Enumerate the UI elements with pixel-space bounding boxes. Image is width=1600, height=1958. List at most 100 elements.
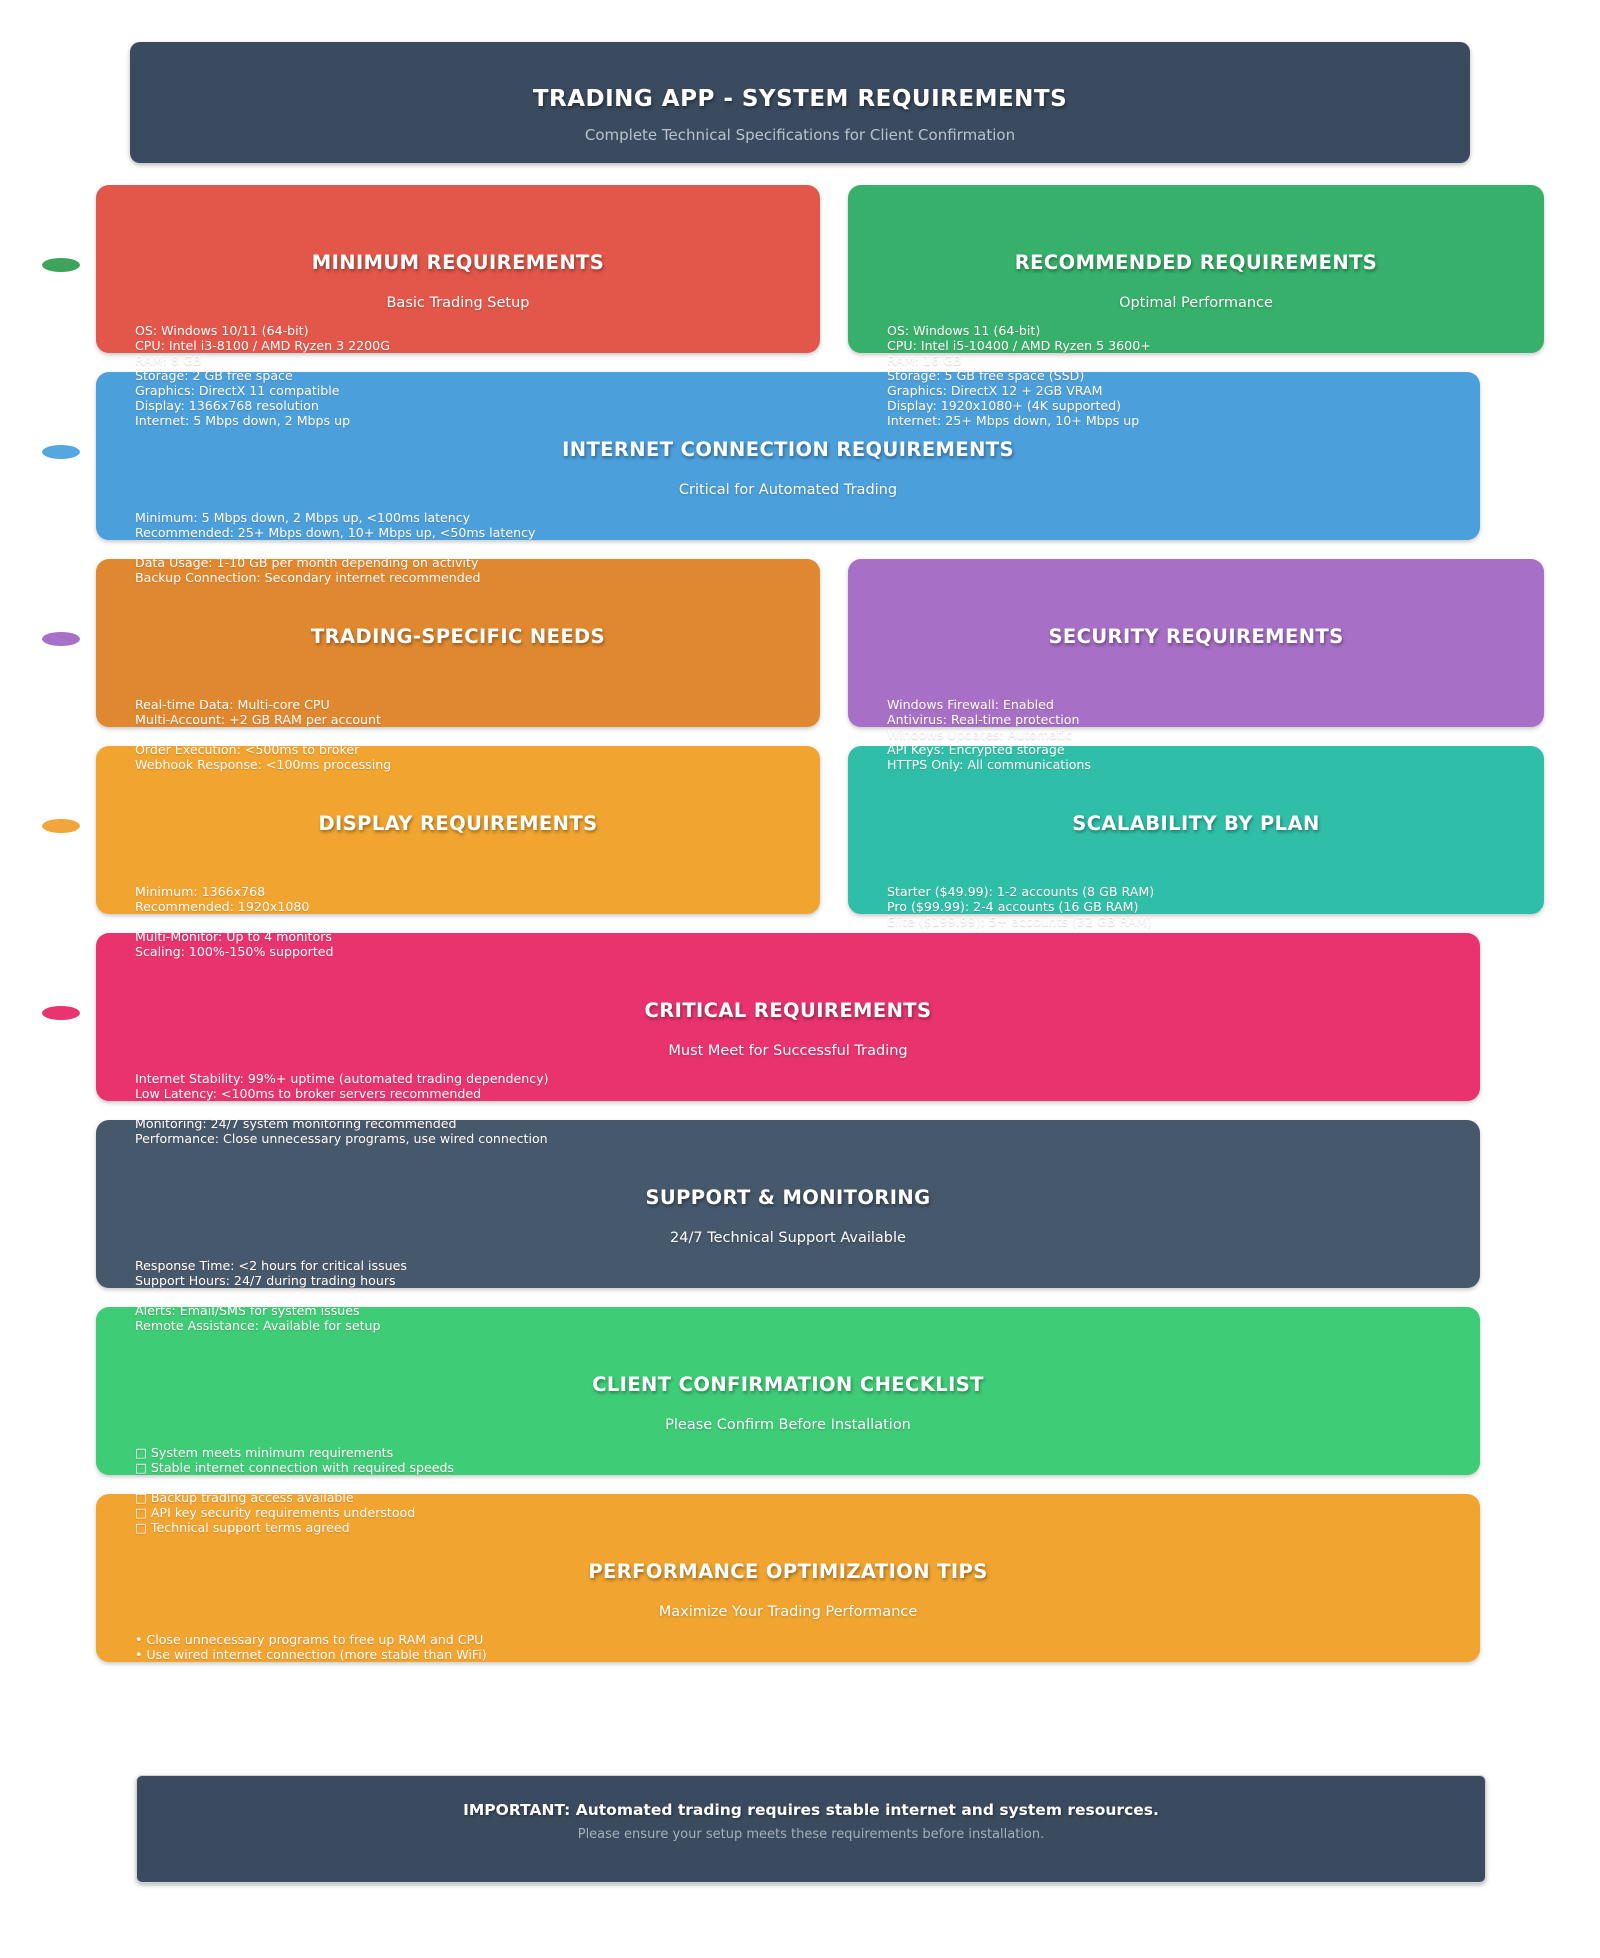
body-line: OS: Windows 11 (64-bit) [887,323,1041,338]
card-title: CLIENT CONFIRMATION CHECKLIST [592,1373,984,1396]
body-line: □ Backup trading access available [135,1490,354,1505]
body-line: • Use wired internet connection (more st… [135,1647,487,1662]
card-body: Internet Stability: 99%+ uptime (automat… [135,1071,549,1146]
body-line: Starter ($49.99): 1-2 accounts (8 GB RAM… [887,884,1155,899]
card-title: MINIMUM REQUIREMENTS [311,251,605,274]
card-subtitle: Please Confirm Before Installation [665,1417,911,1433]
body-line: Remote Assistance: Available for setup [135,1318,381,1333]
card-subtitle: Optimal Performance [1119,295,1273,311]
body-line: Pro ($99.99): 2-4 accounts (16 GB RAM) [887,899,1139,914]
body-line: Low Latency: <100ms to broker servers re… [135,1086,482,1101]
row-marker-dot-orange [42,819,80,833]
body-line [135,1101,549,1116]
card-subtitle: Must Meet for Successful Trading [668,1043,908,1059]
body-line: Real-time Data: Multi-core CPU [135,697,330,712]
card-security-requirements: SECURITY REQUIREMENTS Windows Firewall: … [848,559,1544,772]
row-marker-dot-pink [42,1006,80,1020]
card-body: • Close unnecessary programs to free up … [135,1632,487,1662]
card-body: Minimum: 5 Mbps down, 2 Mbps up, <100ms … [135,510,535,585]
footer-important-note: IMPORTANT: Automated trading requires st… [463,1801,1159,1819]
body-line: Windows Updates: Automatic [887,727,1073,742]
body-line: • Close unnecessary programs to free up … [135,1632,484,1647]
body-line: Recommended: 25+ Mbps down, 10+ Mbps up,… [135,525,536,540]
body-line: Display: 1920x1080+ (4K supported) [887,398,1122,413]
body-line [135,1475,454,1490]
body-line: RAM: 16 GB [887,353,962,368]
card-title: DISPLAY REQUIREMENTS [318,812,598,835]
card-title: CRITICAL REQUIREMENTS [644,999,932,1022]
body-line: Data Usage: 1-10 GB per month depending … [135,555,479,570]
footer-banner: IMPORTANT: Automated trading requires st… [136,1775,1486,1883]
body-line: Monitoring: 24/7 system monitoring recom… [135,1116,457,1131]
body-line: Storage: 2 GB free space [135,368,293,383]
row-marker-dot-green [42,258,80,272]
card-performance-optimization-tips: PERFORMANCE OPTIMIZATION TIPS Maximize Y… [96,1494,1480,1662]
card-title: RECOMMENDED REQUIREMENTS [1014,251,1378,274]
body-line: Windows Firewall: Enabled [887,697,1054,712]
body-line: Elite ($199.99): 5+ accounts (32 GB RAM) [887,914,1153,929]
body-line: Antivirus: Real-time protection [887,712,1080,727]
body-line: Multi-Monitor: Up to 4 monitors [135,929,332,944]
body-line: Internet: 25+ Mbps down, 10+ Mbps up [887,413,1140,428]
card-body: Response Time: <2 hours for critical iss… [135,1258,407,1333]
body-line: Support Hours: 24/7 during trading hours [135,1273,396,1288]
body-line [135,914,334,929]
body-line: Webhook Response: <100ms processing [135,757,392,772]
card-title: SUPPORT & MONITORING [645,1186,931,1209]
card-client-confirmation-checklist: CLIENT CONFIRMATION CHECKLIST Please Con… [96,1307,1480,1535]
body-line: Graphics: DirectX 11 compatible [135,383,340,398]
page-subtitle: Complete Technical Specifications for Cl… [584,126,1016,144]
body-line: CPU: Intel i3-8100 / AMD Ryzen 3 2200G [135,338,390,353]
row-marker-dot-purple [42,632,80,646]
body-line [135,1288,407,1303]
body-line: Display: 1366x768 resolution [135,398,319,413]
card-internet-connection: INTERNET CONNECTION REQUIREMENTS Critica… [96,372,1480,585]
body-line [135,727,391,742]
body-line: Response Time: <2 hours for critical iss… [135,1258,407,1273]
card-title: SCALABILITY BY PLAN [1072,812,1320,835]
card-title: PERFORMANCE OPTIMIZATION TIPS [588,1560,988,1583]
body-line: □ Technical support terms agreed [135,1520,350,1535]
card-title: TRADING-SPECIFIC NEEDS [310,625,606,648]
card-subtitle: Critical for Automated Trading [678,482,898,498]
body-line: Backup Connection: Secondary internet re… [135,570,481,585]
body-line [135,540,535,555]
body-line: OS: Windows 10/11 (64-bit) [135,323,309,338]
card-title: INTERNET CONNECTION REQUIREMENTS [562,438,1014,461]
body-line: □ Stable internet connection with requir… [135,1460,455,1475]
card-trading-specific-needs: TRADING-SPECIFIC NEEDS Real-time Data: M… [96,559,820,772]
card-body: Starter ($49.99): 1-2 accounts (8 GB RAM… [887,884,1154,929]
body-line: Minimum: 5 Mbps down, 2 Mbps up, <100ms … [135,510,471,525]
header-banner: TRADING APP - SYSTEM REQUIREMENTS Comple… [130,42,1470,163]
body-line: □ API key security requirements understo… [135,1505,416,1520]
page-title: TRADING APP - SYSTEM REQUIREMENTS [532,86,1068,112]
body-line: Scaling: 100%-150% supported [135,944,334,959]
card-minimum-requirements: MINIMUM REQUIREMENTS Basic Trading Setup… [96,185,820,428]
card-subtitle: Basic Trading Setup [386,295,530,311]
body-line: □ System meets minimum requirements [135,1445,394,1460]
card-subtitle: Maximize Your Trading Performance [658,1604,918,1620]
body-line: Performance: Close unnecessary programs,… [135,1131,548,1146]
card-support-monitoring: SUPPORT & MONITORING 24/7 Technical Supp… [96,1120,1480,1333]
body-line: Recommended: 1920x1080 [135,899,310,914]
body-line: Graphics: DirectX 12 + 2GB VRAM [887,383,1103,398]
card-recommended-requirements: RECOMMENDED REQUIREMENTS Optimal Perform… [848,185,1544,428]
body-line: Internet Stability: 99%+ uptime (automat… [135,1071,549,1086]
card-title: SECURITY REQUIREMENTS [1048,625,1344,648]
body-line: API Keys: Encrypted storage [887,742,1065,757]
body-line: CPU: Intel i5-10400 / AMD Ryzen 5 3600+ [887,338,1151,353]
body-line: Multi-Account: +2 GB RAM per account [135,712,381,727]
body-line: Storage: 5 GB free space (SSD) [887,368,1085,383]
card-scalability-by-plan: SCALABILITY BY PLAN Starter ($49.99): 1-… [848,746,1544,929]
card-body: OS: Windows 11 (64-bit)CPU: Intel i5-104… [887,323,1151,428]
body-line: Order Execution: <500ms to broker [135,742,360,757]
body-line: Minimum: 1366x768 [135,884,266,899]
card-body checklist-items: □ System meets minimum requirements□ Sta… [135,1445,454,1535]
card-subtitle: 24/7 Technical Support Available [670,1230,906,1246]
row-marker-dot-blue [42,445,80,459]
